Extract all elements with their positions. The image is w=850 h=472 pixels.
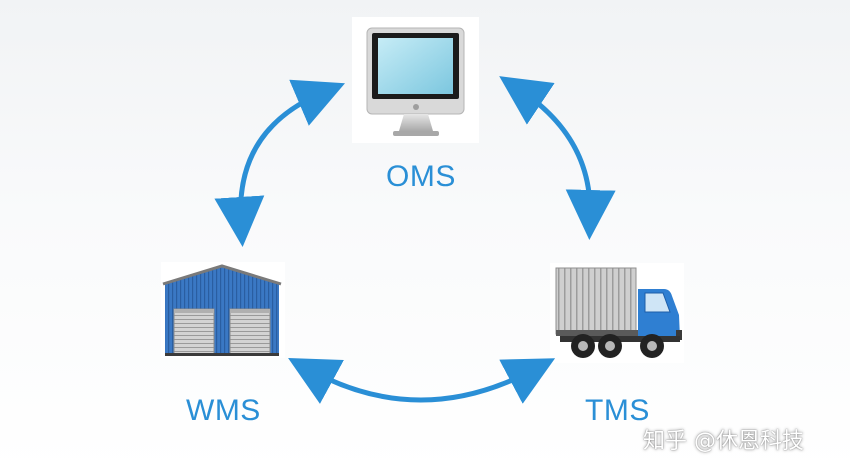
edge-wms-oms <box>214 79 346 247</box>
edge-wms-tms <box>288 358 556 404</box>
truck-icon <box>550 263 684 363</box>
oms-label: OMS <box>386 160 456 193</box>
wms-label: WMS <box>186 394 261 427</box>
computer-monitor-icon <box>352 17 479 143</box>
edge-oms-tms <box>499 76 616 240</box>
tms-label: TMS <box>585 394 650 427</box>
watermark: 知乎 @休恩科技 <box>643 429 804 454</box>
warehouse-icon <box>161 262 285 358</box>
